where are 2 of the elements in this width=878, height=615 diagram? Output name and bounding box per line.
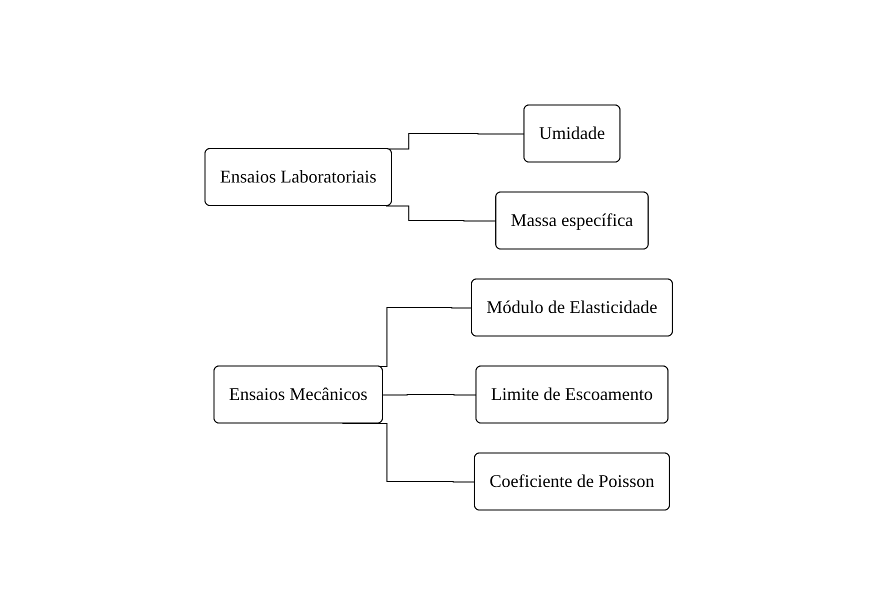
connector (386, 206, 497, 222)
connector (382, 394, 478, 396)
